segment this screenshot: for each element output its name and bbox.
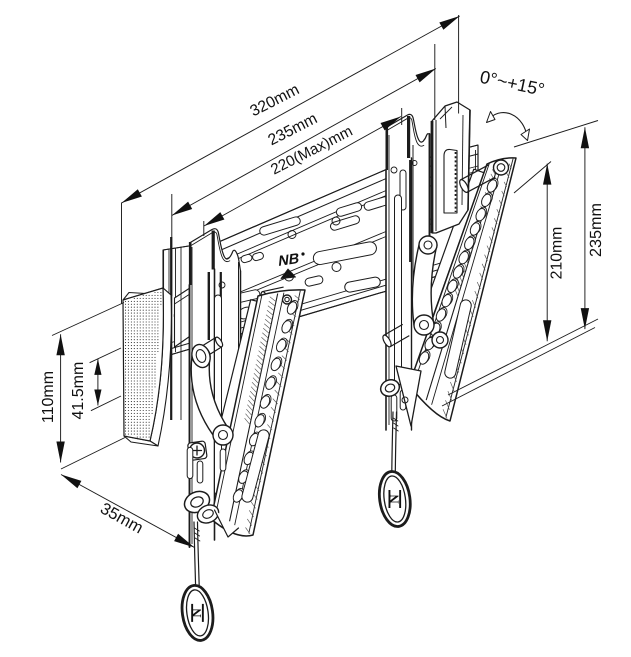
svg-text:210mm: 210mm <box>549 227 566 280</box>
svg-text:235mm: 235mm <box>587 203 605 257</box>
svg-text:41.5mm: 41.5mm <box>70 362 87 420</box>
svg-text:NB: NB <box>278 251 300 270</box>
svg-text:110mm: 110mm <box>40 371 57 423</box>
svg-text:N: N <box>189 608 204 618</box>
svg-text:N: N <box>386 494 401 504</box>
